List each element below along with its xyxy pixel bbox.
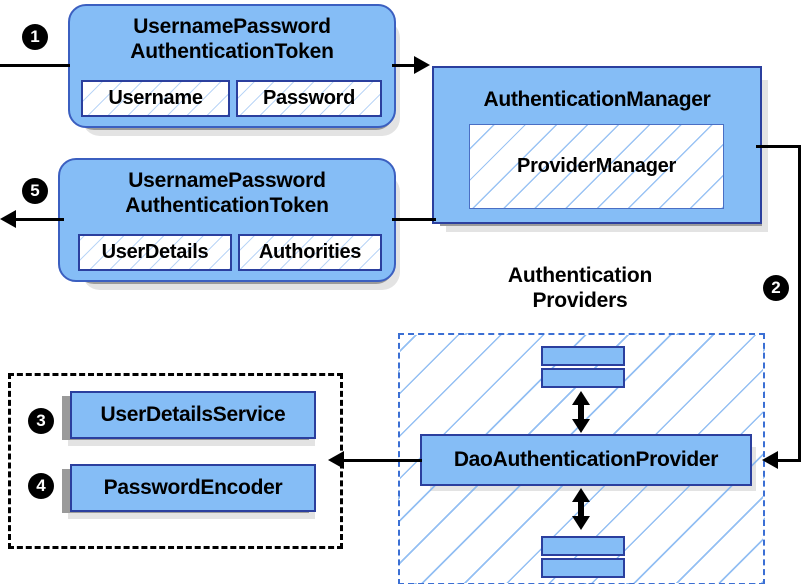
manager-to-providers-arrowhead: [762, 451, 778, 469]
request-token-field-username: Username: [81, 80, 230, 117]
provider-link-bottom-arrow-down: [572, 516, 590, 530]
response-token-box: UsernamePassword AuthenticationToken Use…: [58, 158, 396, 282]
manager-to-providers-line-bottom: [778, 459, 801, 462]
request-token-field-password: Password: [236, 80, 382, 117]
authentication-manager-title: AuthenticationManager: [483, 88, 711, 111]
response-token-field-userdetails: UserDetails: [78, 234, 232, 271]
provider-link-top-arrow-down: [572, 419, 590, 433]
provider-link-top-shaft: [578, 398, 584, 420]
password-encoder-box: PasswordEncoder: [70, 464, 316, 512]
step-marker-3: 3: [28, 408, 54, 434]
manager-to-providers-line-vertical: [798, 145, 801, 461]
request-token-title-line2: AuthenticationToken: [130, 40, 334, 63]
step-marker-5: 5: [22, 178, 48, 204]
request-token-title-line1: UsernamePassword: [133, 15, 331, 38]
provider-manager-box: ProviderManager: [469, 124, 724, 209]
response-token-title-line1: UsernamePassword: [128, 169, 326, 192]
provider-bar-2: [541, 368, 625, 388]
response-token-title-line2: AuthenticationToken: [125, 194, 329, 217]
providers-title-line1: Authentication: [507, 264, 653, 287]
manager-to-response-line: [392, 218, 436, 221]
provider-bar-4: [541, 558, 625, 578]
dao-to-dependencies-line: [344, 459, 422, 462]
response-token-field-authorities: Authorities: [238, 234, 382, 271]
user-details-service-box: UserDetailsService: [70, 391, 316, 439]
request-to-manager-arrowhead: [414, 56, 430, 74]
authentication-manager-box: AuthenticationManager ProviderManager: [432, 66, 762, 224]
manager-to-providers-line-top: [756, 145, 801, 148]
provider-bar-1: [541, 346, 625, 366]
step-marker-1: 1: [22, 24, 48, 50]
providers-title-line2: Providers: [532, 289, 628, 312]
step-marker-2: 2: [763, 275, 789, 301]
incoming-request-line: [0, 64, 70, 67]
provider-link-bottom-shaft: [578, 495, 584, 517]
step-marker-4: 4: [28, 473, 54, 499]
request-token-box: UsernamePassword AuthenticationToken Use…: [68, 4, 396, 128]
dao-authentication-provider-box: DaoAuthenticationProvider: [420, 434, 752, 486]
provider-link-bottom-arrow-up: [572, 488, 590, 502]
outgoing-response-arrowhead: [0, 210, 16, 228]
provider-link-top-arrow-up: [572, 391, 590, 405]
request-to-manager-line: [392, 64, 424, 67]
dao-to-dependencies-arrowhead: [328, 451, 344, 469]
outgoing-response-line: [16, 218, 64, 221]
provider-bar-3: [541, 536, 625, 556]
